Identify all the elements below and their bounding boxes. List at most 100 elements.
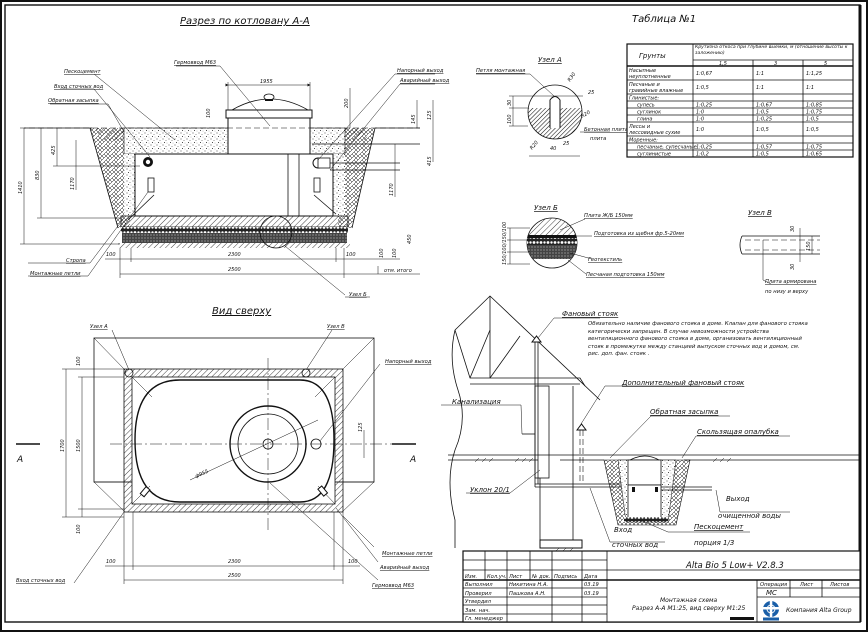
table-cell: 1:0,2 <box>696 152 709 158</box>
svg-text:25: 25 <box>588 90 594 96</box>
svg-text:425: 425 <box>51 145 57 155</box>
sign-date: 03.19 <box>584 591 599 597</box>
svg-text:1500: 1500 <box>76 439 82 452</box>
label-fan-riser: Фановый стояк <box>562 310 619 318</box>
gravel-layer <box>121 227 348 233</box>
svg-text:1170: 1170 <box>70 177 76 190</box>
slab-inner <box>131 376 336 505</box>
svg-text:100: 100 <box>76 524 82 534</box>
label-node-v-top: Узел В <box>327 324 345 330</box>
product-title: Alta Bio 5 Low+ V2.8.3 <box>685 561 784 571</box>
svg-text:плита: плита <box>590 136 606 142</box>
sand-cement-fill-top-right <box>309 127 346 155</box>
title-block-col-header: Дата <box>583 574 597 580</box>
section-aa: Разрез по котловану А-А <box>18 16 450 298</box>
table-depth-header: 1,5 <box>719 61 727 67</box>
table-cell: 1:0,75 <box>806 145 822 151</box>
table-cell: 1:0,5 <box>806 117 819 123</box>
node-v-note-2: по низу и верху <box>765 289 809 295</box>
svg-text:40: 40 <box>550 146 556 152</box>
svg-text:125: 125 <box>358 422 364 432</box>
label-pressure-outlet-top: Напорный выход <box>385 359 432 365</box>
node-b-layer-1: Плита Ж/Б 150мм <box>584 213 633 219</box>
table-cell: 1:1 <box>806 85 814 91</box>
table-cell: 1:0,67 <box>756 103 773 109</box>
svg-text:100: 100 <box>507 114 513 124</box>
description-line-1: Монтажная схема <box>660 597 718 604</box>
svg-text:100: 100 <box>206 108 212 118</box>
table-row-name: суглинок <box>637 110 661 116</box>
label-sling: Стропа <box>66 258 86 264</box>
table-cell: 1:0,5 <box>696 85 709 91</box>
table-row-name: песчаные, супесчаные <box>637 145 697 151</box>
label-backfill-scheme: Обратная засыпка <box>650 408 718 416</box>
company-name: Компания Alta Group <box>786 607 852 614</box>
label-sand-cement: Пескоцемент <box>64 69 101 75</box>
title-block-col-header: Изм. <box>465 574 477 580</box>
label-clean-outlet-2: очищенной воды <box>718 512 781 520</box>
label-concrete-slab: Бетонная плита <box>584 127 628 133</box>
company-logo <box>763 601 779 621</box>
label-mounting-loops: Монтажные петли <box>30 271 81 277</box>
label-sandcement-scheme-1: Пескоцемент <box>694 523 744 531</box>
op-value: МС <box>766 589 777 597</box>
node-b-layer-2: Подготовка из щебня фр.5-20мм <box>594 231 684 237</box>
svg-text:100: 100 <box>346 252 356 258</box>
label-sandcement-scheme-2: порция 1/3 <box>694 539 734 547</box>
svg-text:1955: 1955 <box>260 79 273 85</box>
title-block-col-header: № док. <box>531 574 551 580</box>
tank-body <box>134 153 334 217</box>
table-cell: 1:0,5 <box>756 152 769 158</box>
label-extra-fan-riser: Дополнительный фановый стояк <box>621 379 745 387</box>
label-inlet-scheme-2: сточных вод <box>612 541 658 549</box>
tank-lid-rim <box>225 109 313 119</box>
label-inlet-top: Вход сточных вод <box>16 578 66 584</box>
svg-text:30: 30 <box>790 226 796 232</box>
signer-role: Проверил <box>465 591 492 597</box>
label-hydroseal: Гермоввод М63 <box>174 60 216 66</box>
table-cell: 1:0,25 <box>696 145 712 151</box>
node-b-layer-4: Песчаная подготовка 150мм <box>586 272 665 278</box>
svg-text:100: 100 <box>106 559 116 565</box>
section-aa-title: Разрез по котловану А-А <box>180 16 310 27</box>
table-cell: 1:0,25 <box>696 103 712 109</box>
svg-text:R20: R20 <box>580 110 592 120</box>
signer-role: Выполнил <box>465 582 493 588</box>
table-cell: 1:0,5 <box>756 127 769 133</box>
op-header: Операция <box>760 582 787 588</box>
signer-name: Пашкова А.Н. <box>509 591 546 597</box>
svg-text:125: 125 <box>427 110 433 120</box>
svg-text:ф955: ф955 <box>194 469 209 480</box>
pit-soil-right <box>338 128 375 228</box>
svg-text:150: 150 <box>806 241 812 251</box>
section-mark-left: А <box>16 455 23 465</box>
svg-text:30: 30 <box>507 100 513 106</box>
label-backfill: Обратная засыпка <box>48 98 99 104</box>
table-row-name: Моренные: <box>629 138 658 144</box>
label-sewer: Канализация <box>452 398 501 406</box>
table-cell: 1:0,57 <box>756 145 773 151</box>
svg-text:450: 450 <box>407 234 413 244</box>
label-clean-outlet-1: Выход <box>726 495 750 503</box>
title-block-col-header: Лист <box>508 574 523 580</box>
svg-text:2500: 2500 <box>228 573 241 579</box>
label-mounting-loops-top: Монтажные петли <box>382 551 433 557</box>
pit-soil-left <box>90 128 130 228</box>
sheets-header: Листов <box>829 582 849 588</box>
svg-text:отм. итого: отм. итого <box>384 268 412 274</box>
label-slope: Уклон 20/1 <box>470 486 510 494</box>
label-node-a-top: Узел А <box>90 324 108 330</box>
table-cell: 1:0 <box>696 110 704 116</box>
node-v-note-1: Плита армирована <box>765 279 816 285</box>
svg-text:2300: 2300 <box>228 559 241 565</box>
svg-text:100: 100 <box>348 559 358 565</box>
svg-text:1410: 1410 <box>18 181 24 194</box>
label-mount-loop: Петля монтажная <box>476 68 525 74</box>
table-row-name: суглинистые <box>637 152 671 158</box>
svg-text:100: 100 <box>379 248 385 258</box>
table-header-soils: Грунты <box>639 52 666 60</box>
